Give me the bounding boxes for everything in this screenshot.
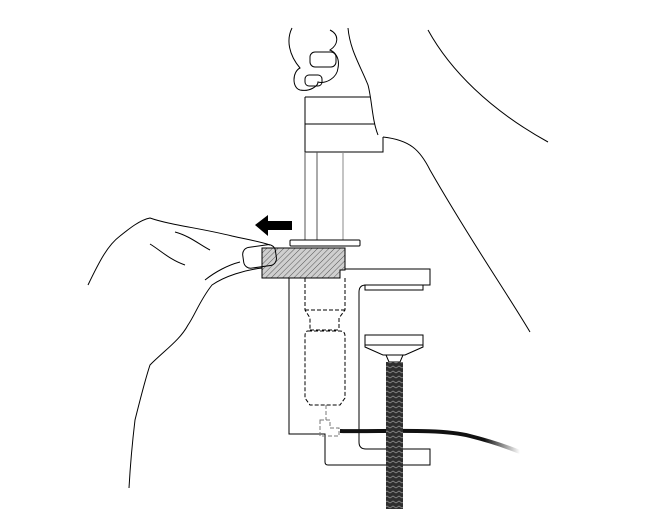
fingernail — [309, 51, 337, 68]
hidden-battery — [304, 278, 346, 437]
screw-handle — [364, 334, 424, 363]
left-arrow-icon — [255, 215, 292, 236]
arm-outline-upper — [427, 29, 549, 143]
fingernail — [304, 74, 323, 87]
mount-base-block — [261, 247, 346, 279]
mount-head — [304, 96, 384, 153]
body-outline — [382, 136, 531, 333]
upper-hand — [288, 27, 379, 136]
clamp-pad — [364, 284, 424, 291]
mount-plate — [289, 239, 361, 247]
threaded-rod — [386, 428, 403, 440]
mount-pole — [304, 152, 318, 240]
clamp-body — [288, 268, 431, 466]
lower-hand — [87, 217, 277, 489]
power-cable — [339, 428, 521, 454]
